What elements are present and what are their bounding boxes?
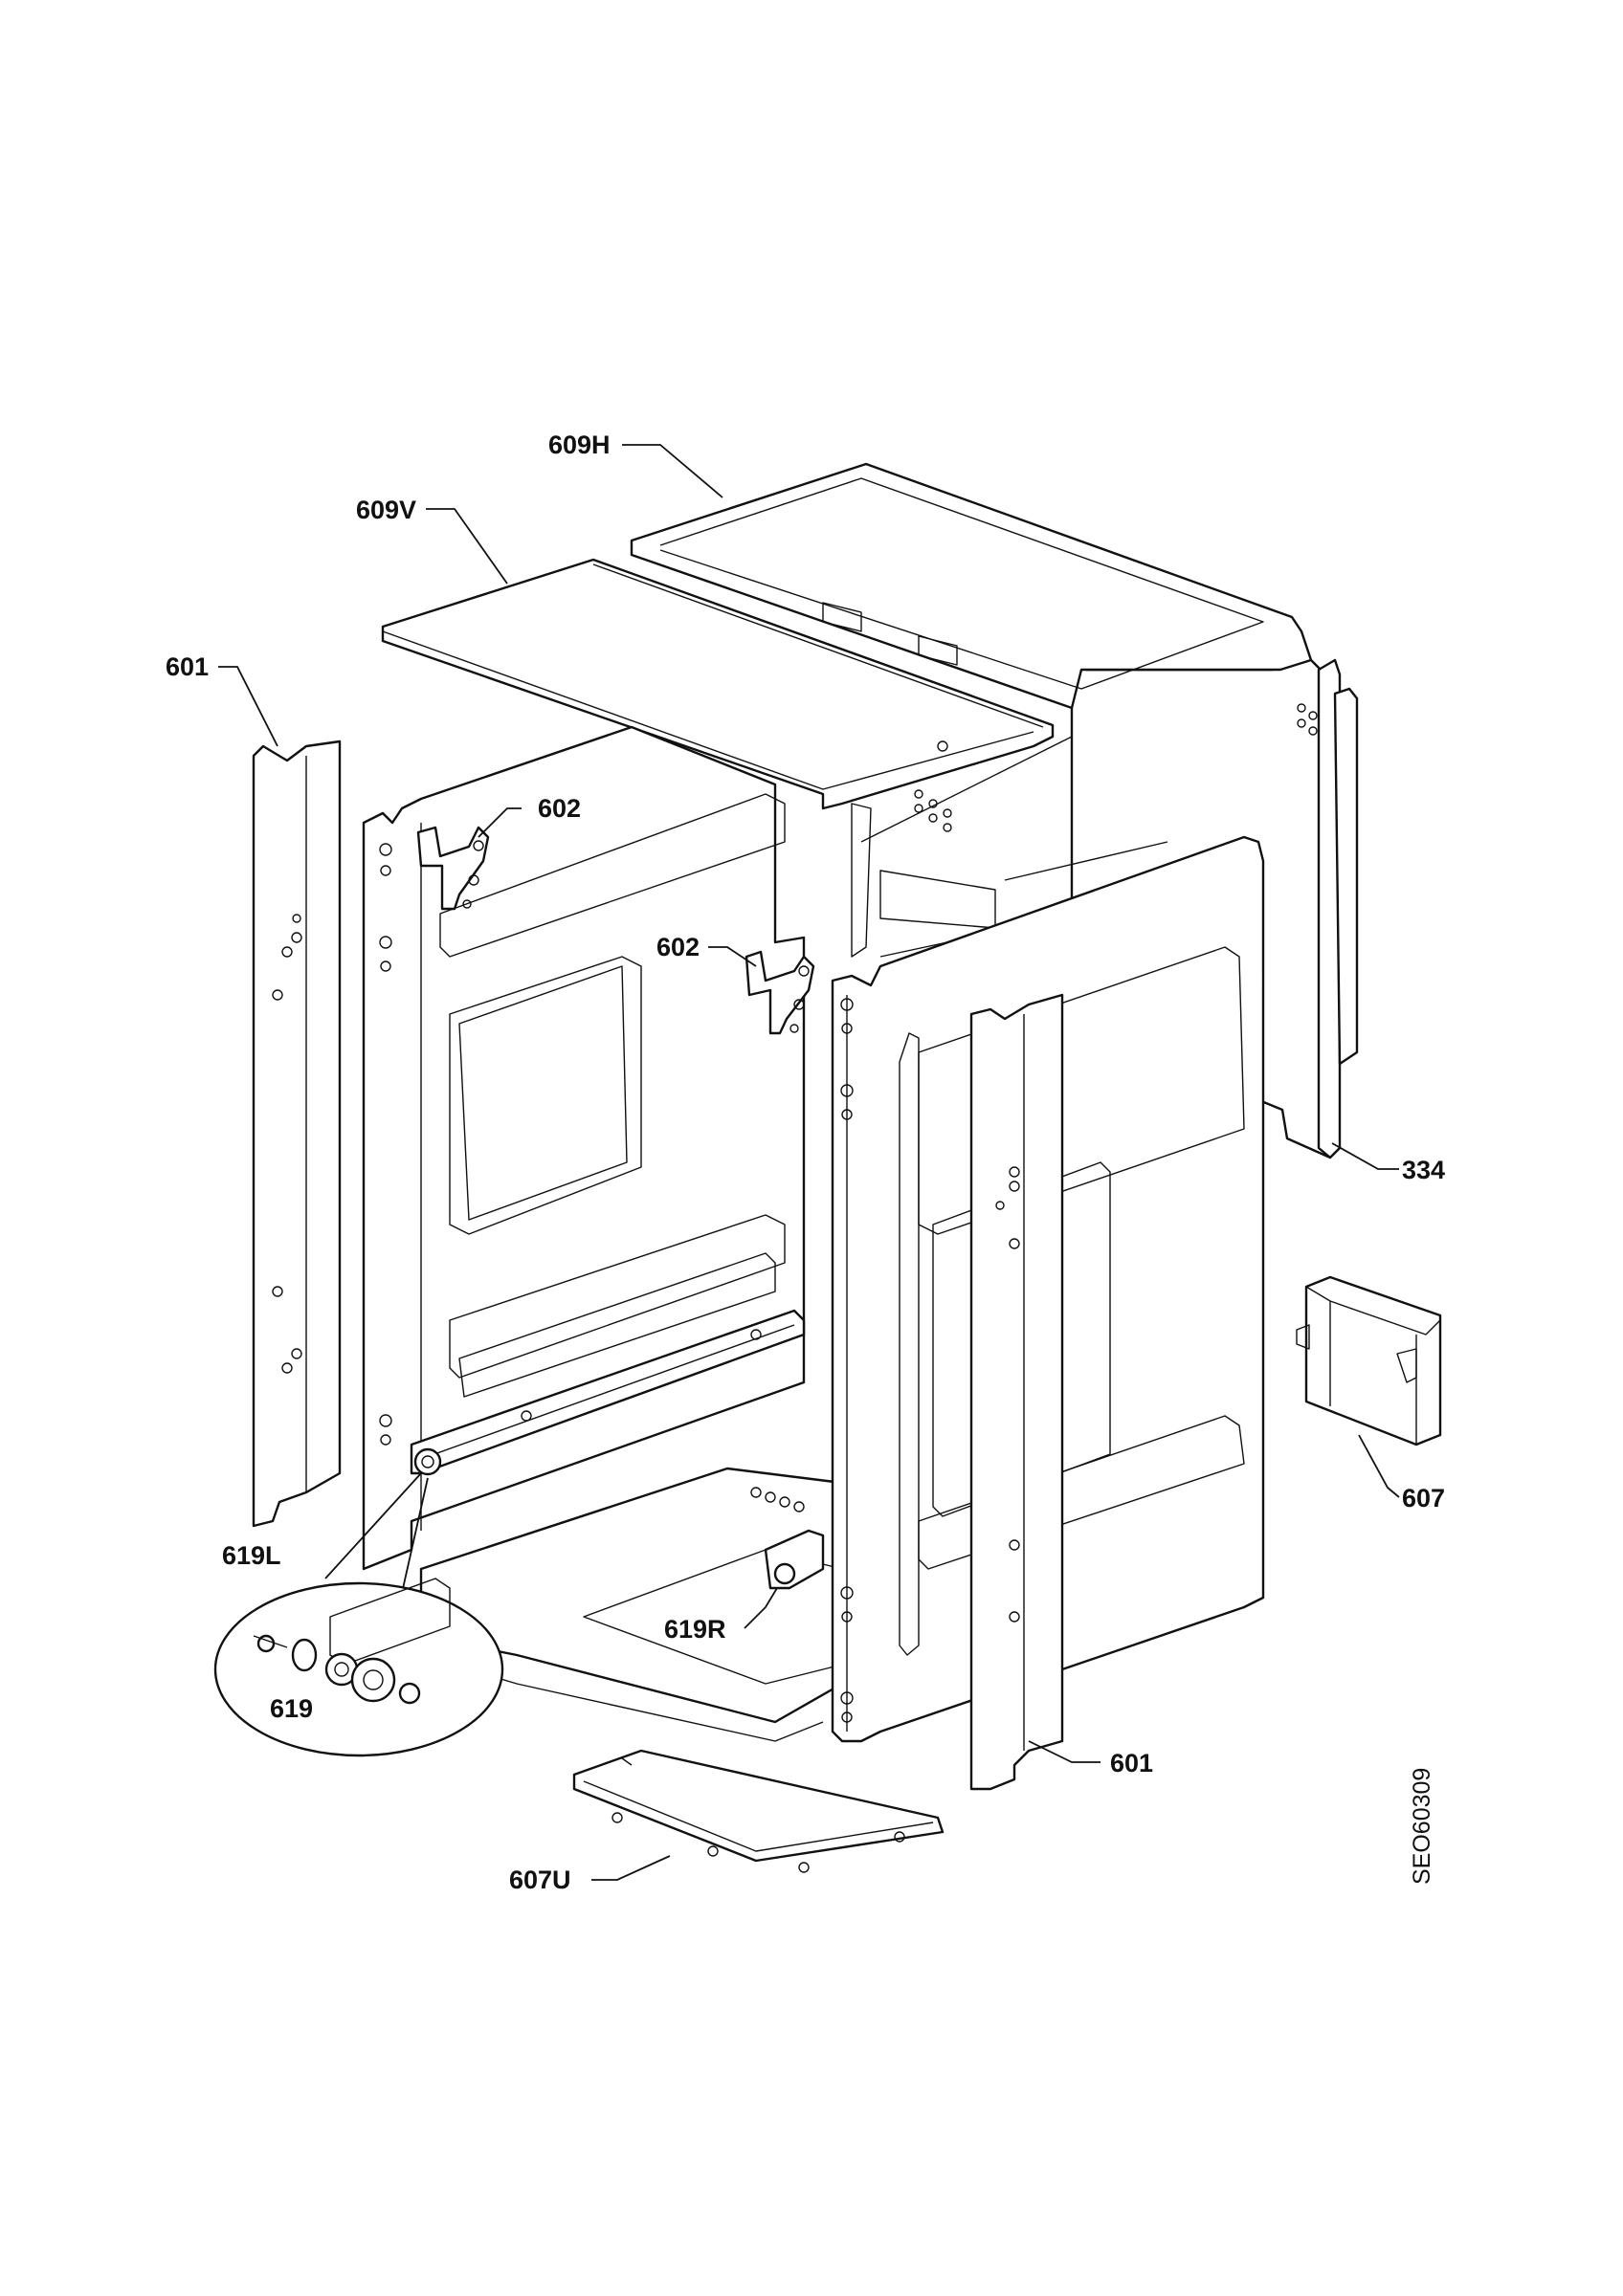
part-601-right-strip [969, 993, 1101, 1791]
label-619: 619 [270, 1694, 313, 1723]
label-619R: 619R [664, 1615, 726, 1644]
part-609H-top-panel [622, 444, 1313, 710]
label-609V: 609V [356, 496, 416, 524]
part-619R-bracket [744, 1529, 825, 1629]
label-619L: 619L [222, 1541, 281, 1570]
label-602-lower: 602 [656, 933, 700, 961]
part-601-left-strip [218, 666, 342, 1528]
label-609H: 609H [548, 430, 611, 459]
part-619-detail-callout [213, 1472, 504, 1757]
part-607U-base-plate [572, 1749, 945, 1881]
part-602-upper-bracket [416, 807, 522, 911]
part-334-side-strip [1317, 658, 1399, 1170]
label-607U: 607U [509, 1866, 571, 1894]
diagram-code: SEO60309 [1409, 1768, 1435, 1885]
label-601-left: 601 [166, 652, 209, 681]
bottom-cross-rail [410, 1309, 806, 1476]
label-601-right: 601 [1110, 1749, 1153, 1777]
part-602-lower-bracket [708, 946, 815, 1035]
label-607: 607 [1402, 1484, 1445, 1512]
part-609V-top-panel [381, 508, 1055, 810]
part-607-box [1296, 1275, 1442, 1498]
label-602-upper: 602 [538, 794, 581, 823]
label-334: 334 [1402, 1156, 1445, 1184]
